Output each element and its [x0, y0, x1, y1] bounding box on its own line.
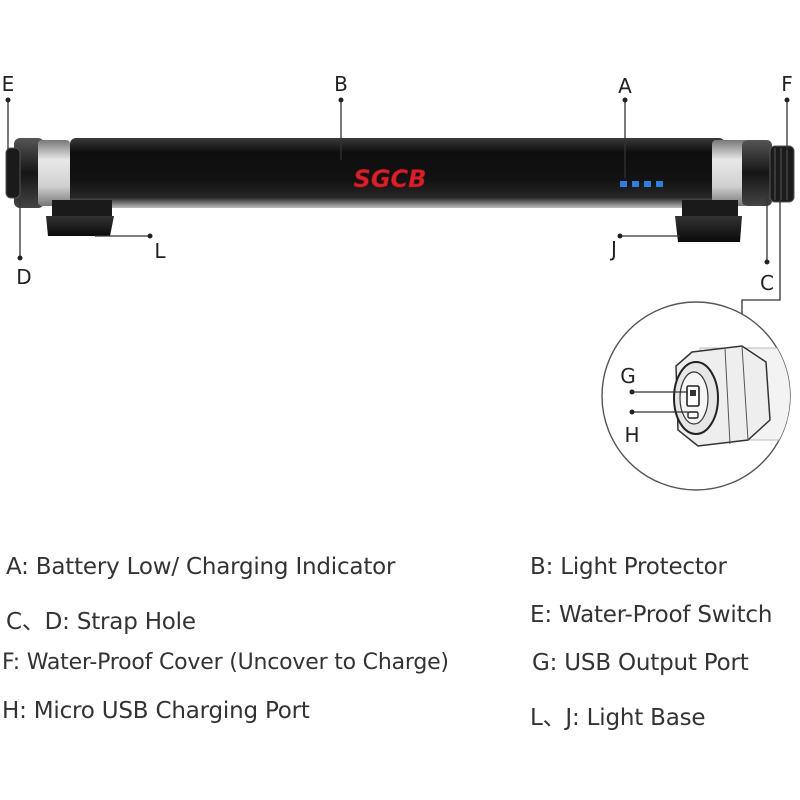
- left-reflector-ring: [38, 140, 70, 206]
- callout-g: G: [620, 364, 636, 388]
- legend-item-lj: L、J: Light Base: [530, 705, 706, 731]
- right-end-cap: [742, 140, 772, 206]
- light-base-left: [46, 200, 114, 236]
- legend-item-a: A: Battery Low/ Charging Indicator: [6, 554, 396, 580]
- callout-b: B: [334, 72, 348, 96]
- legend-item-e: E: Water-Proof Switch: [530, 602, 773, 628]
- legend-item-g: G: USB Output Port: [532, 650, 749, 676]
- zoom-inset: G H: [601, 301, 791, 491]
- right-reflector-ring: [712, 140, 748, 206]
- callout-e: E: [2, 72, 15, 96]
- callout-j: J: [609, 237, 617, 261]
- callout-h: H: [624, 423, 639, 447]
- left-end-knob: [5, 147, 21, 199]
- callout-c: C: [760, 271, 774, 295]
- legend-item-cd: C、D: Strap Hole: [6, 609, 196, 635]
- charging-indicator: [620, 181, 663, 187]
- callout-f: F: [781, 72, 793, 96]
- light-tube: SGCB: [5, 138, 795, 208]
- legend-item-b: B: Light Protector: [530, 554, 727, 580]
- left-end-cap: [14, 138, 44, 208]
- legend-item-f: F: Water-Proof Cover (Uncover to Charge): [2, 650, 449, 675]
- micro-usb-port: [687, 411, 699, 419]
- tube-body: [70, 138, 725, 208]
- product-diagram: SGCB: [2, 72, 795, 491]
- water-proof-cover: [769, 145, 795, 203]
- callout-d: D: [16, 265, 31, 289]
- light-base-right: [675, 200, 742, 242]
- legend-item-h: H: Micro USB Charging Port: [2, 698, 310, 724]
- callout-l: L: [154, 239, 166, 263]
- callout-a: A: [618, 74, 632, 98]
- brand-logo: SGCB: [354, 165, 427, 193]
